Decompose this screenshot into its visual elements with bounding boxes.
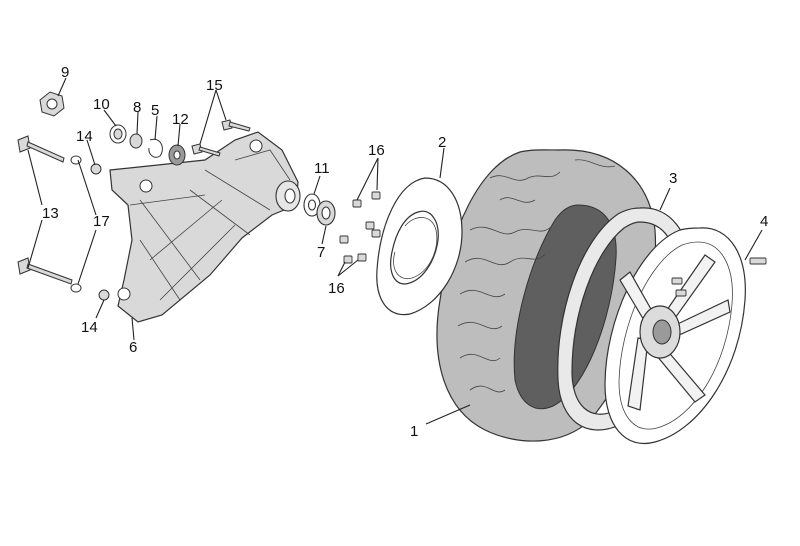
disc-bolts <box>339 191 381 264</box>
bearing-8 <box>129 133 143 149</box>
label-1: 1 <box>410 423 418 440</box>
label-4: 4 <box>760 213 768 230</box>
hub-small-parts <box>39 91 186 166</box>
bracket-bolts <box>191 119 251 157</box>
circlip-5 <box>148 138 163 158</box>
bracket-hub-hole <box>284 188 296 204</box>
label-17: 17 <box>93 213 110 230</box>
wheel-bolts <box>671 257 767 297</box>
label-16-bottom: 16 <box>328 280 345 297</box>
label-14-top: 14 <box>76 128 93 145</box>
leader-lines <box>27 77 763 425</box>
long-bolts <box>17 135 73 285</box>
label-7: 7 <box>317 244 325 261</box>
bracket-ribs <box>129 149 291 301</box>
tire-tread <box>457 159 616 393</box>
label-15: 15 <box>206 77 223 94</box>
label-3: 3 <box>669 170 677 187</box>
label-10: 10 <box>93 96 110 113</box>
callout-labels: 1 2 3 4 5 6 7 8 9 10 11 12 13 14 14 15 1… <box>42 64 768 440</box>
tire <box>436 149 657 442</box>
wheel <box>604 227 746 444</box>
label-12: 12 <box>172 111 189 128</box>
wheel-inner-rim <box>618 241 733 430</box>
bracket-body <box>109 131 299 323</box>
label-6: 6 <box>129 339 137 356</box>
brake-disc <box>376 177 463 316</box>
label-14-bottom: 14 <box>81 319 98 336</box>
label-8: 8 <box>133 99 141 116</box>
brake-disc-carrier <box>393 217 438 280</box>
spacers <box>303 193 336 226</box>
swingarm-bracket <box>109 131 301 323</box>
label-2: 2 <box>438 134 446 151</box>
label-11: 11 <box>314 160 330 177</box>
label-13: 13 <box>42 205 59 222</box>
label-16-top: 16 <box>368 142 385 159</box>
brake-disc-body <box>376 177 463 316</box>
wheel-hub-center <box>652 319 672 345</box>
washers <box>70 155 110 301</box>
label-9: 9 <box>61 64 69 81</box>
label-5: 5 <box>151 102 159 119</box>
